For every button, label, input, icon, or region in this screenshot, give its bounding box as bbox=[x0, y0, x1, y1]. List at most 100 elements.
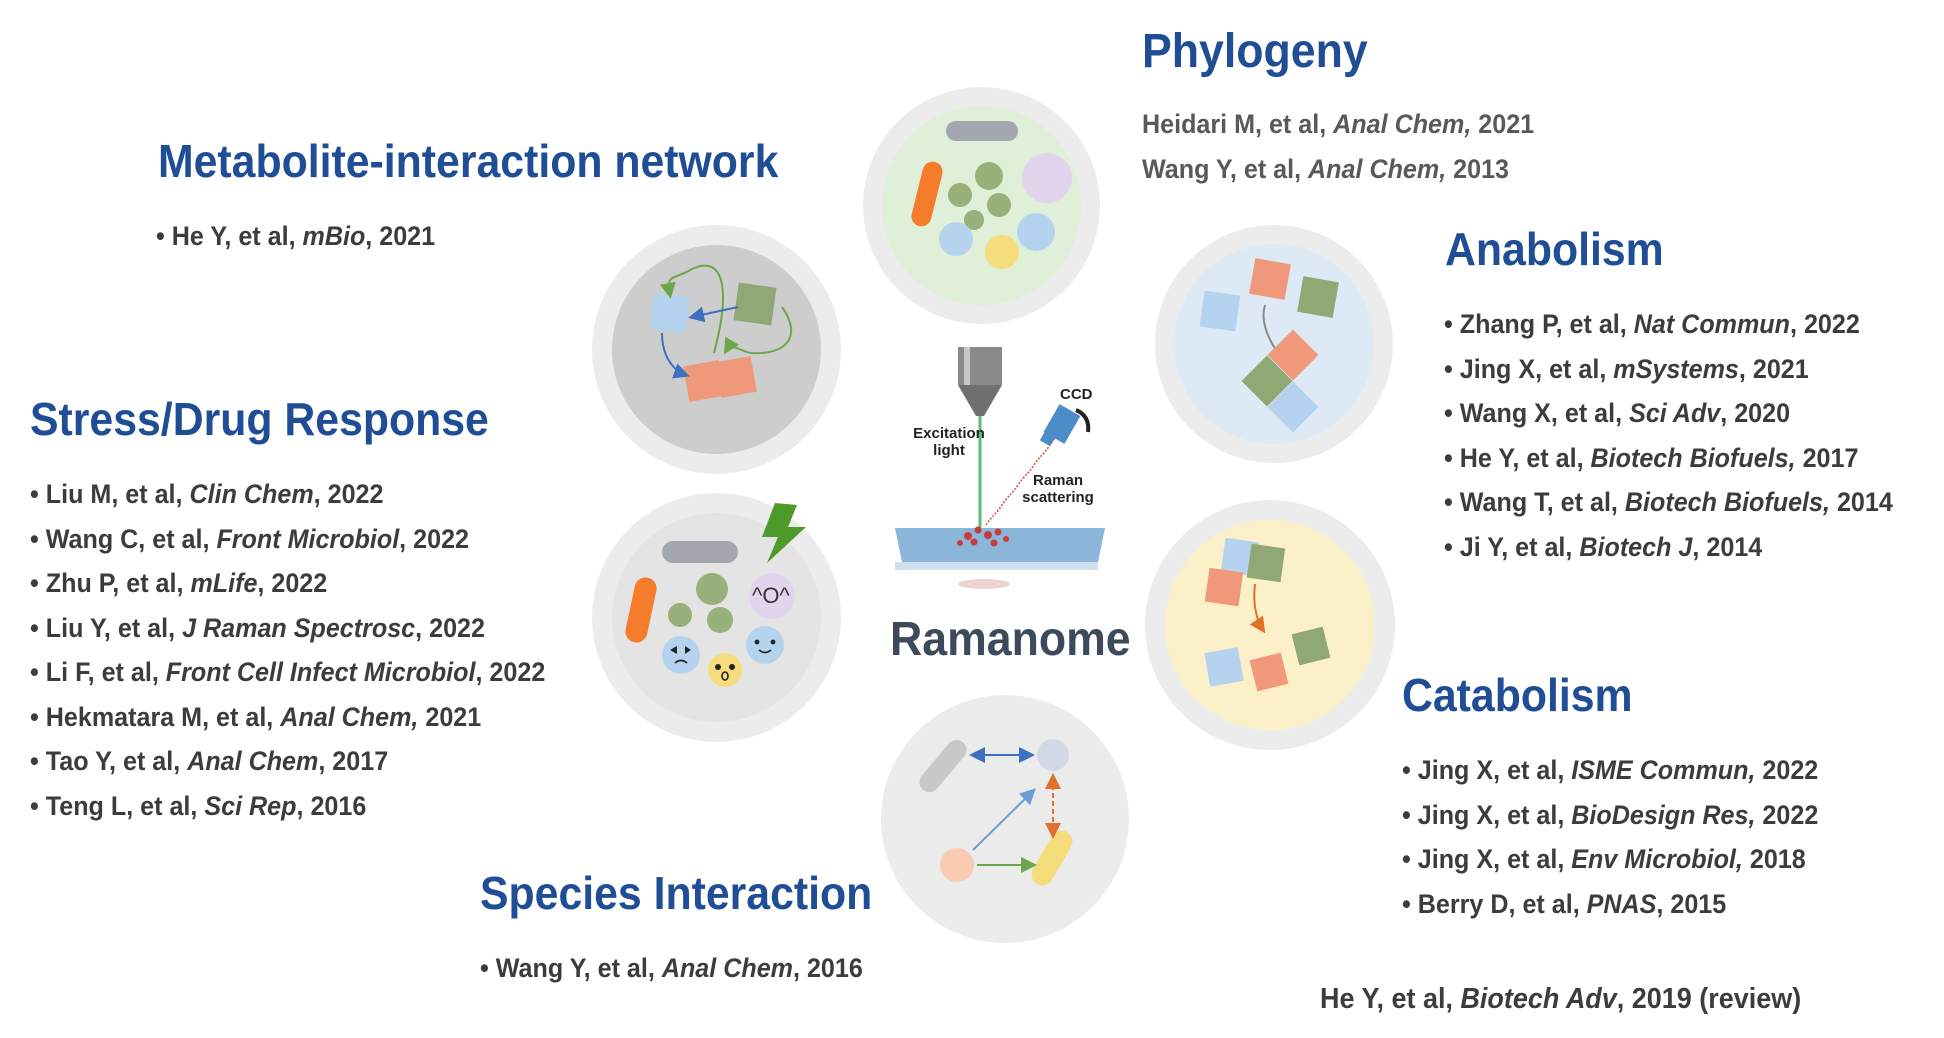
anabolism-refs: • Zhang P, et al, Nat Commun, 2022• Jing… bbox=[1444, 302, 1893, 569]
citation-line: Heidari M, et al, Anal Chem, 2021 bbox=[1142, 102, 1534, 147]
excitation-label: Excitation light bbox=[913, 425, 985, 459]
bullet: • bbox=[1402, 888, 1418, 919]
citation-journal: Anal Chem bbox=[661, 953, 793, 983]
citation-journal: mBio bbox=[302, 221, 366, 251]
citation-author: Heidari M, et al, bbox=[1142, 109, 1334, 139]
bullet: • bbox=[30, 701, 46, 732]
ramanome-label: Ramanome bbox=[890, 613, 1131, 666]
citation-author: Jing X, et al, bbox=[1417, 844, 1572, 874]
citation-journal: J Raman Spectrosc bbox=[182, 612, 416, 643]
citation-line: • Wang T, et al, Biotech Biofuels, 2014 bbox=[1444, 480, 1893, 525]
species-dish bbox=[881, 695, 1129, 943]
bullet: • bbox=[1444, 442, 1460, 473]
metabolite-network-graphic bbox=[650, 264, 793, 402]
citation-line: • Zhu P, et al, mLife, 2022 bbox=[30, 561, 545, 606]
citation-journal: Anal Chem, bbox=[1308, 153, 1447, 184]
citation-line: • Tao Y, et al, Anal Chem, 2017 bbox=[30, 739, 545, 784]
citation-journal: Anal Chem bbox=[187, 746, 319, 776]
citation-author: Wang T, et al, bbox=[1459, 487, 1625, 517]
citation-year: , 2022 bbox=[415, 612, 485, 643]
bullet: • bbox=[1444, 487, 1460, 517]
citation-year: , 2021 bbox=[1738, 353, 1809, 384]
citation-author: Zhang P, et al, bbox=[1459, 309, 1634, 339]
species-title: Species Interaction bbox=[480, 867, 873, 919]
citation-line: • Jing X, et al, ISME Commun, 2022 bbox=[1402, 748, 1818, 793]
ccd-detector bbox=[1039, 404, 1091, 447]
citation-journal: Anal Chem, bbox=[280, 701, 419, 732]
citation-author: Teng L, et al, bbox=[45, 790, 205, 821]
bullet: • bbox=[30, 479, 46, 509]
bullet: • bbox=[1402, 799, 1418, 830]
stress-title: Stress/Drug Response bbox=[30, 393, 489, 445]
citation-line: • Liu M, et al, Clin Chem, 2022 bbox=[30, 472, 545, 517]
citation-line: • Jing X, et al, Env Microbiol, 2018 bbox=[1402, 837, 1818, 882]
bullet: • bbox=[1444, 353, 1460, 384]
catabolism-graphic bbox=[1204, 537, 1331, 692]
phylogeny-title: Phylogeny bbox=[1142, 25, 1368, 78]
citation-year: , 2017 bbox=[318, 746, 389, 776]
bullet: • bbox=[156, 221, 172, 251]
citation-year: , 2022 bbox=[399, 523, 470, 554]
citation-journal: mLife bbox=[190, 568, 258, 598]
citation-year: , 2021 bbox=[365, 221, 436, 251]
bullet: • bbox=[30, 746, 46, 776]
phylogeny-cells bbox=[911, 121, 1072, 269]
citation-author: Wang C, et al, bbox=[45, 523, 217, 554]
citation-journal: Front Cell Infect Microbiol bbox=[165, 657, 476, 687]
citation-year: , 2022 bbox=[1789, 309, 1860, 339]
citation-year: 2018 bbox=[1742, 844, 1806, 874]
happy-face-label: ^O^ bbox=[752, 583, 790, 608]
citation-journal: Anal Chem, bbox=[1333, 109, 1472, 139]
citation-year: , 2014 bbox=[1692, 531, 1763, 562]
citation-journal: Biotech J bbox=[1579, 531, 1693, 562]
citation-year: , 2020 bbox=[1720, 398, 1791, 428]
citation-year: , 2016 bbox=[792, 953, 863, 983]
raman-scattering-label: Raman scattering bbox=[1022, 472, 1094, 506]
species-interaction-graphic bbox=[919, 739, 1073, 886]
bullet: • bbox=[30, 612, 46, 643]
citation-year: , 2022 bbox=[475, 657, 546, 687]
citation-year: 2014 bbox=[1829, 487, 1893, 517]
species-refs: • Wang Y, et al, Anal Chem, 2016 bbox=[480, 946, 863, 991]
citation-year: , 2015 bbox=[1656, 888, 1727, 919]
citation-journal: Nat Commun bbox=[1633, 309, 1790, 339]
bullet: • bbox=[480, 953, 496, 983]
citation-author: Tao Y, et al, bbox=[45, 746, 188, 776]
citation-line: • Teng L, et al, Sci Rep, 2016 bbox=[30, 784, 545, 829]
citation-journal: PNAS bbox=[1586, 888, 1657, 919]
anabolism-graphic bbox=[1199, 258, 1339, 433]
bullet: • bbox=[1402, 755, 1418, 785]
bullet: • bbox=[30, 790, 46, 821]
citation-author: Wang Y, et al, bbox=[1142, 153, 1309, 184]
citation-journal: ISME Commun, bbox=[1571, 755, 1756, 785]
raman-instrument-illustration bbox=[895, 347, 1105, 589]
citation-journal: Biotech Adv bbox=[1460, 983, 1617, 1015]
bullet: • bbox=[30, 568, 46, 598]
catabolism-title: Catabolism bbox=[1402, 669, 1633, 721]
stress-graphic bbox=[625, 503, 806, 687]
citation-year: 2017 bbox=[1795, 442, 1859, 473]
citation-author: Wang Y, et al, bbox=[495, 953, 662, 983]
citation-line: • Li F, et al, Front Cell Infect Microbi… bbox=[30, 650, 545, 695]
citation-journal: BioDesign Res, bbox=[1571, 799, 1756, 830]
bullet: • bbox=[1402, 844, 1418, 874]
citation-author: Liu M, et al, bbox=[45, 479, 190, 509]
citation-journal: Front Microbiol bbox=[216, 523, 400, 554]
bullet: • bbox=[1444, 531, 1460, 562]
citation-line: • Ji Y, et al, Biotech J, 2014 bbox=[1444, 525, 1893, 570]
stress-refs: • Liu M, et al, Clin Chem, 2022• Wang C,… bbox=[30, 472, 545, 828]
citation-line: • Wang C, et al, Front Microbiol, 2022 bbox=[30, 517, 545, 562]
citation-author: He Y, et al, bbox=[1459, 442, 1591, 473]
citation-year: , 2019 (review) bbox=[1616, 983, 1802, 1015]
citation-line: Wang Y, et al, Anal Chem, 2013 bbox=[1142, 147, 1534, 192]
citation-journal: Sci Rep bbox=[204, 790, 297, 821]
citation-line: • Jing X, et al, mSystems, 2021 bbox=[1444, 347, 1893, 392]
citation-line: • Hekmatara M, et al, Anal Chem, 2021 bbox=[30, 695, 545, 740]
citation-author: Ji Y, et al, bbox=[1459, 531, 1580, 562]
citation-author: Berry D, et al, bbox=[1417, 888, 1587, 919]
citation-author: Jing X, et al, bbox=[1417, 755, 1572, 785]
citation-year: , 2022 bbox=[257, 568, 328, 598]
citation-line: • Zhang P, et al, Nat Commun, 2022 bbox=[1444, 302, 1893, 347]
citation-author: Hekmatara M, et al, bbox=[45, 701, 281, 732]
citation-author: He Y, et al, bbox=[1320, 983, 1461, 1015]
